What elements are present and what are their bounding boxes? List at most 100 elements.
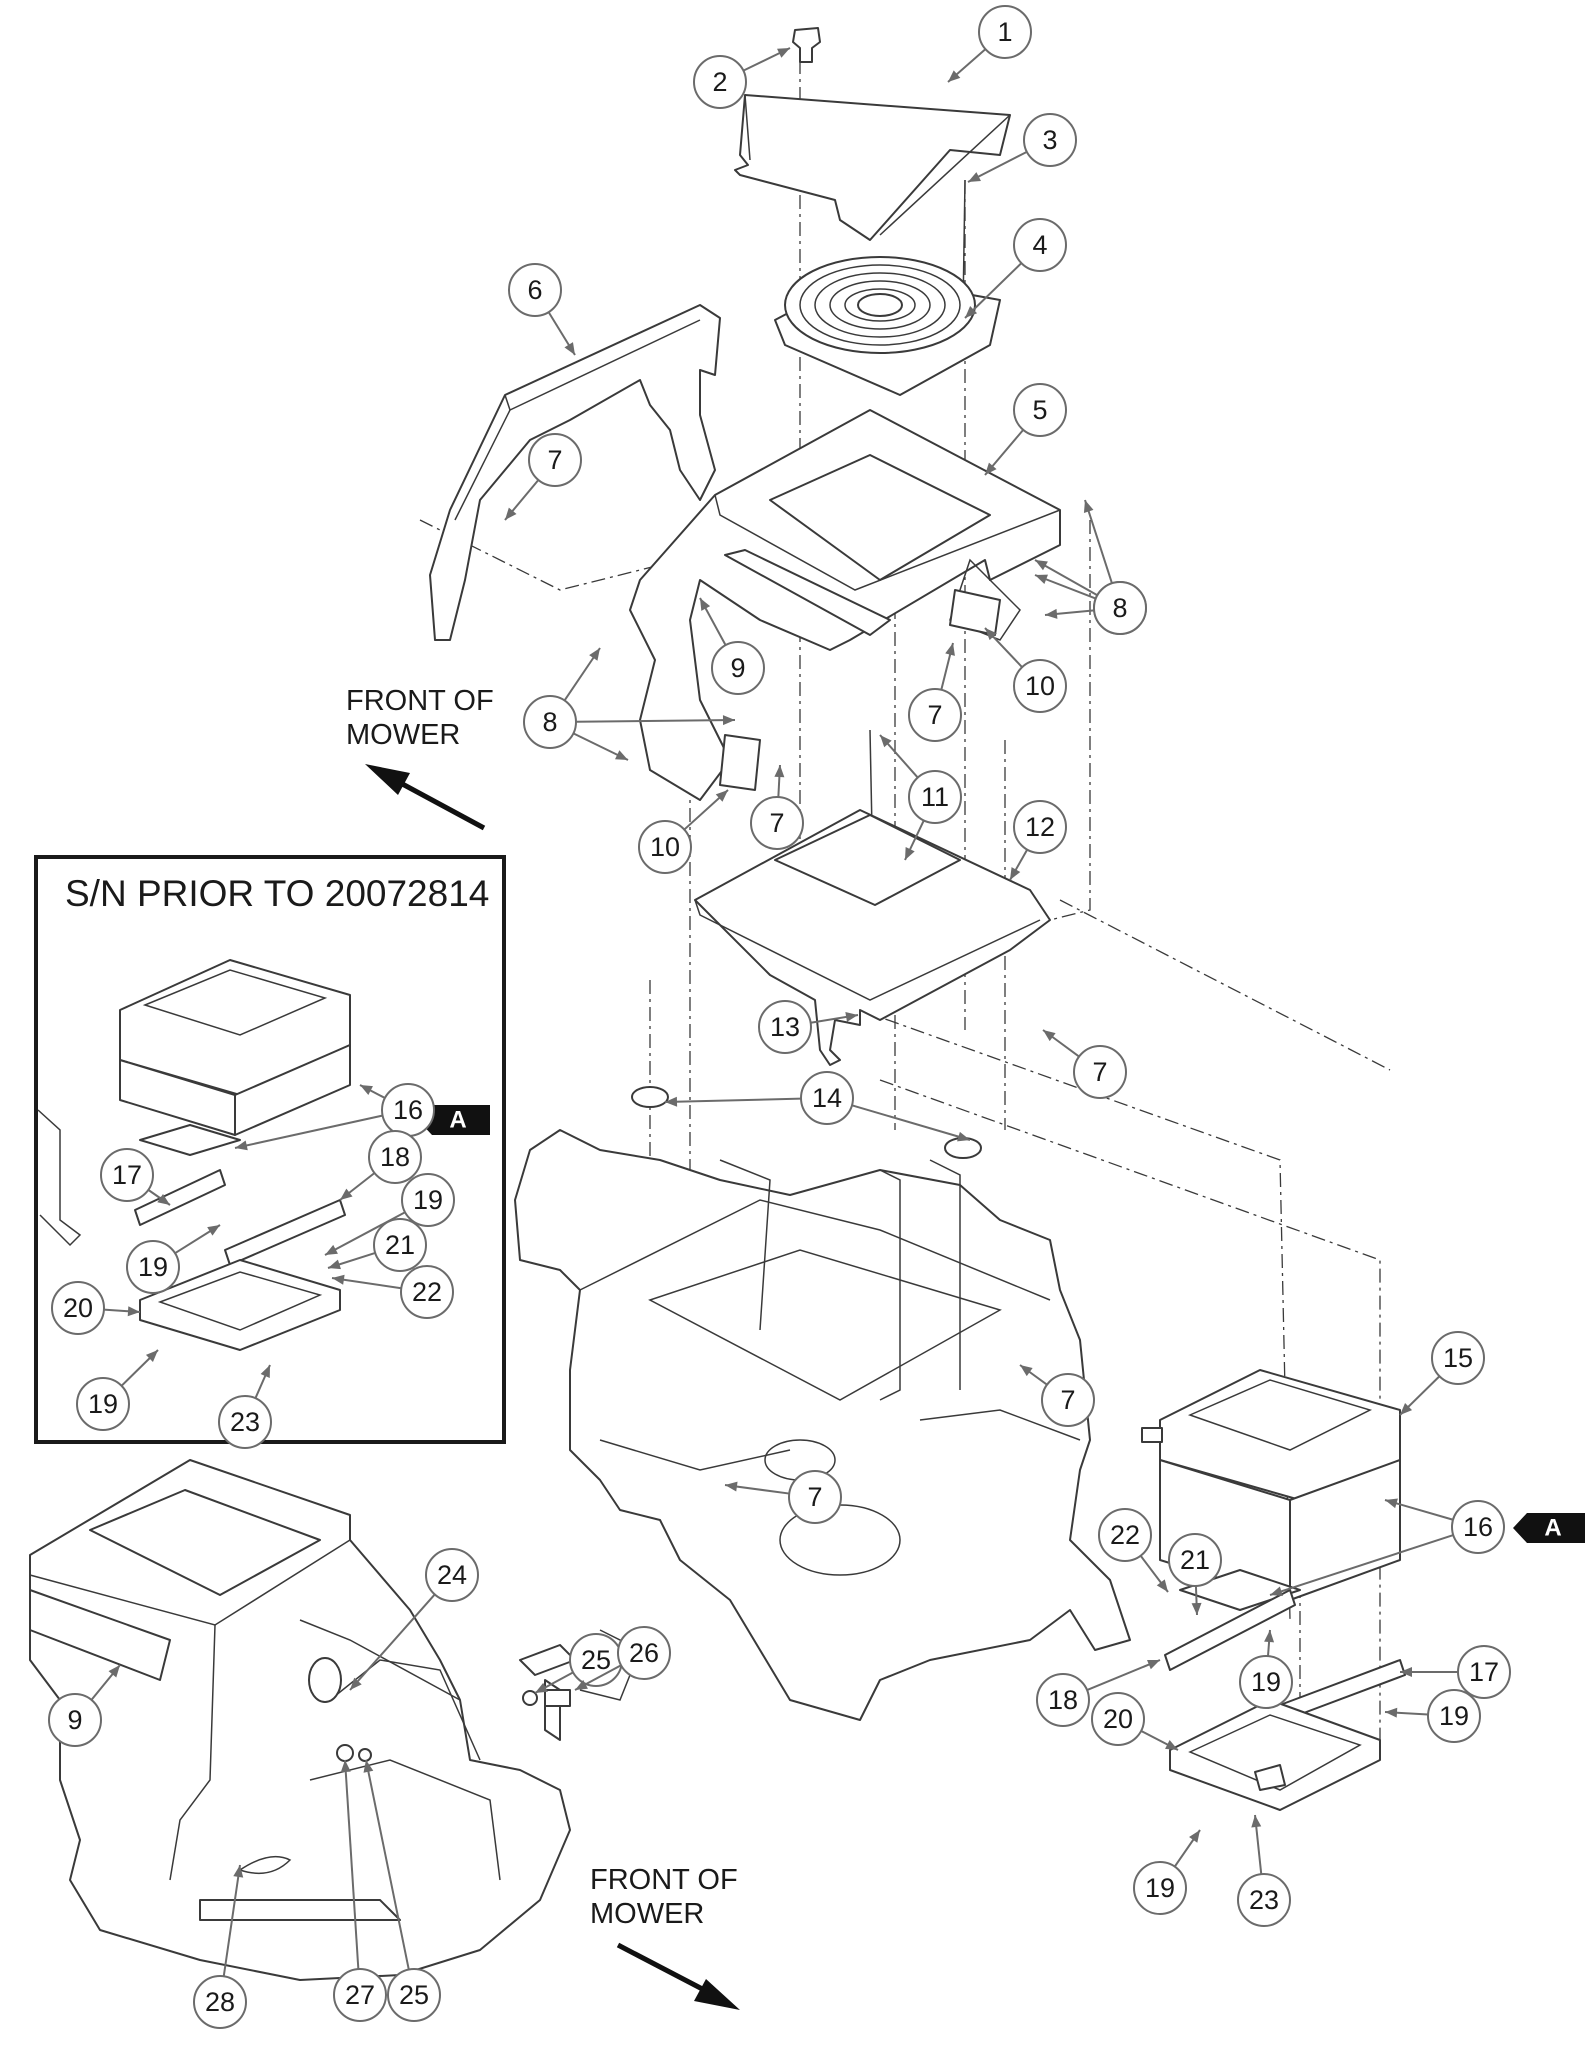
callout-number: 7 bbox=[769, 808, 784, 838]
callout-7: 7 bbox=[504, 433, 582, 521]
callout-bubble bbox=[401, 1173, 455, 1227]
ref-tag-a-main: A bbox=[1513, 1513, 1585, 1543]
callout-number: 18 bbox=[1048, 1685, 1078, 1715]
callout-bubble bbox=[218, 1395, 272, 1449]
callout-number: 19 bbox=[1439, 1701, 1469, 1731]
callout-bubble bbox=[368, 1130, 422, 1184]
callout-bubble bbox=[750, 796, 804, 850]
callout-number: 7 bbox=[1092, 1057, 1107, 1087]
part-upper-shroud bbox=[629, 409, 1061, 801]
callout-9: 9 bbox=[48, 1664, 121, 1747]
leader-arrowhead bbox=[722, 715, 735, 726]
callout-bubble bbox=[333, 1968, 387, 2022]
callout-21: 21 bbox=[1168, 1533, 1222, 1616]
callout-number: 19 bbox=[413, 1185, 443, 1215]
callout-number: 2 bbox=[712, 67, 727, 97]
callout-5: 5 bbox=[984, 383, 1067, 476]
callout-number: 16 bbox=[393, 1095, 423, 1125]
leader-arrowhead bbox=[945, 643, 955, 656]
callout-bubble bbox=[1451, 1500, 1505, 1554]
leader-arrowhead bbox=[1165, 1740, 1178, 1750]
leader-arrowhead bbox=[968, 172, 981, 182]
callout-18: 18 bbox=[339, 1130, 422, 1201]
part-main-frame bbox=[514, 1129, 1131, 1721]
callout-bubble bbox=[76, 1377, 130, 1431]
callout-bubble bbox=[908, 770, 962, 824]
leader-arrowhead bbox=[325, 1244, 338, 1255]
callout-number: 19 bbox=[138, 1252, 168, 1282]
leader-arrowhead bbox=[332, 1274, 345, 1285]
callout-21: 21 bbox=[327, 1218, 427, 1272]
callout-18: 18 bbox=[1036, 1659, 1161, 1727]
callout-bubble bbox=[51, 1281, 105, 1335]
leader-arrowhead bbox=[127, 1306, 140, 1317]
callout-number: 9 bbox=[730, 653, 745, 683]
callout-24: 24 bbox=[349, 1548, 479, 1691]
callout-number: 26 bbox=[629, 1638, 659, 1668]
callout-23: 23 bbox=[218, 1364, 272, 1449]
callout-bubble bbox=[1431, 1331, 1485, 1385]
callout-number: 23 bbox=[1249, 1885, 1279, 1915]
leader-arrowhead bbox=[1191, 1602, 1202, 1615]
inset-title: S/N PRIOR TO 20072814 bbox=[65, 873, 489, 914]
callout-9: 9 bbox=[699, 597, 765, 695]
leader-line bbox=[349, 1593, 436, 1691]
callout-17: 17 bbox=[100, 1148, 171, 1206]
leader-line bbox=[344, 1759, 360, 1970]
callout-number: 14 bbox=[812, 1083, 842, 1113]
leader-arrowhead bbox=[1035, 560, 1048, 571]
leader-arrowhead bbox=[360, 1085, 373, 1095]
leader-arrowhead bbox=[235, 1140, 248, 1151]
callout-4: 4 bbox=[964, 218, 1067, 319]
callout-number: 25 bbox=[581, 1645, 611, 1675]
callout-bubble bbox=[508, 263, 562, 317]
callout-19: 19 bbox=[1384, 1689, 1481, 1743]
leader-arrowhead bbox=[575, 1679, 588, 1690]
callout-25: 25 bbox=[363, 1759, 441, 2022]
leader-arrowhead bbox=[340, 1760, 351, 1773]
leader-arrowhead bbox=[957, 1131, 970, 1142]
svg-text:A: A bbox=[449, 1107, 466, 1134]
callout-bubble bbox=[1427, 1689, 1481, 1743]
part-side-shroud bbox=[429, 304, 721, 641]
leader-line bbox=[234, 1114, 383, 1149]
callout-number: 20 bbox=[63, 1293, 93, 1323]
front-of-mower-label-lower-line2: MOWER bbox=[590, 1898, 704, 1930]
callout-bubble bbox=[400, 1265, 454, 1319]
leader-arrowhead bbox=[1083, 500, 1094, 513]
callout-number: 23 bbox=[230, 1407, 260, 1437]
leader-arrowhead bbox=[1156, 1579, 1168, 1592]
leader-line bbox=[664, 1097, 802, 1103]
callout-number: 25 bbox=[399, 1980, 429, 2010]
callout-bubble bbox=[978, 5, 1032, 59]
leader-arrowhead bbox=[1264, 1630, 1275, 1643]
leader-arrowhead bbox=[589, 648, 600, 661]
front-arrow-lower bbox=[616, 1942, 740, 2010]
callout-10: 10 bbox=[638, 789, 729, 874]
leader-arrowhead bbox=[774, 765, 785, 778]
part-cooling-fan bbox=[774, 256, 1001, 396]
leader-line bbox=[851, 1104, 971, 1141]
callout-number: 8 bbox=[1112, 593, 1127, 623]
leader-line bbox=[222, 1864, 241, 1977]
leader-arrowhead bbox=[505, 507, 517, 520]
front-arrow-upper bbox=[365, 764, 486, 831]
callout-number: 16 bbox=[1463, 1512, 1493, 1542]
callout-number: 5 bbox=[1032, 395, 1047, 425]
callout-number: 3 bbox=[1042, 125, 1057, 155]
leader-arrowhead bbox=[564, 342, 575, 355]
callout-bubble bbox=[1098, 1508, 1152, 1562]
callout-number: 13 bbox=[770, 1012, 800, 1042]
callout-number: 1 bbox=[997, 17, 1012, 47]
callout-19: 19 bbox=[324, 1173, 455, 1256]
callout-number: 10 bbox=[650, 832, 680, 862]
callout-6: 6 bbox=[508, 263, 576, 356]
part-fasteners-detail bbox=[336, 1689, 571, 1762]
callout-number: 7 bbox=[1060, 1385, 1075, 1415]
leader-arrowhead bbox=[1189, 1830, 1200, 1843]
callout-number: 19 bbox=[1251, 1667, 1281, 1697]
svg-text:A: A bbox=[1544, 1515, 1561, 1542]
callout-19: 19 bbox=[1133, 1829, 1201, 1915]
callout-27: 27 bbox=[333, 1759, 387, 2022]
